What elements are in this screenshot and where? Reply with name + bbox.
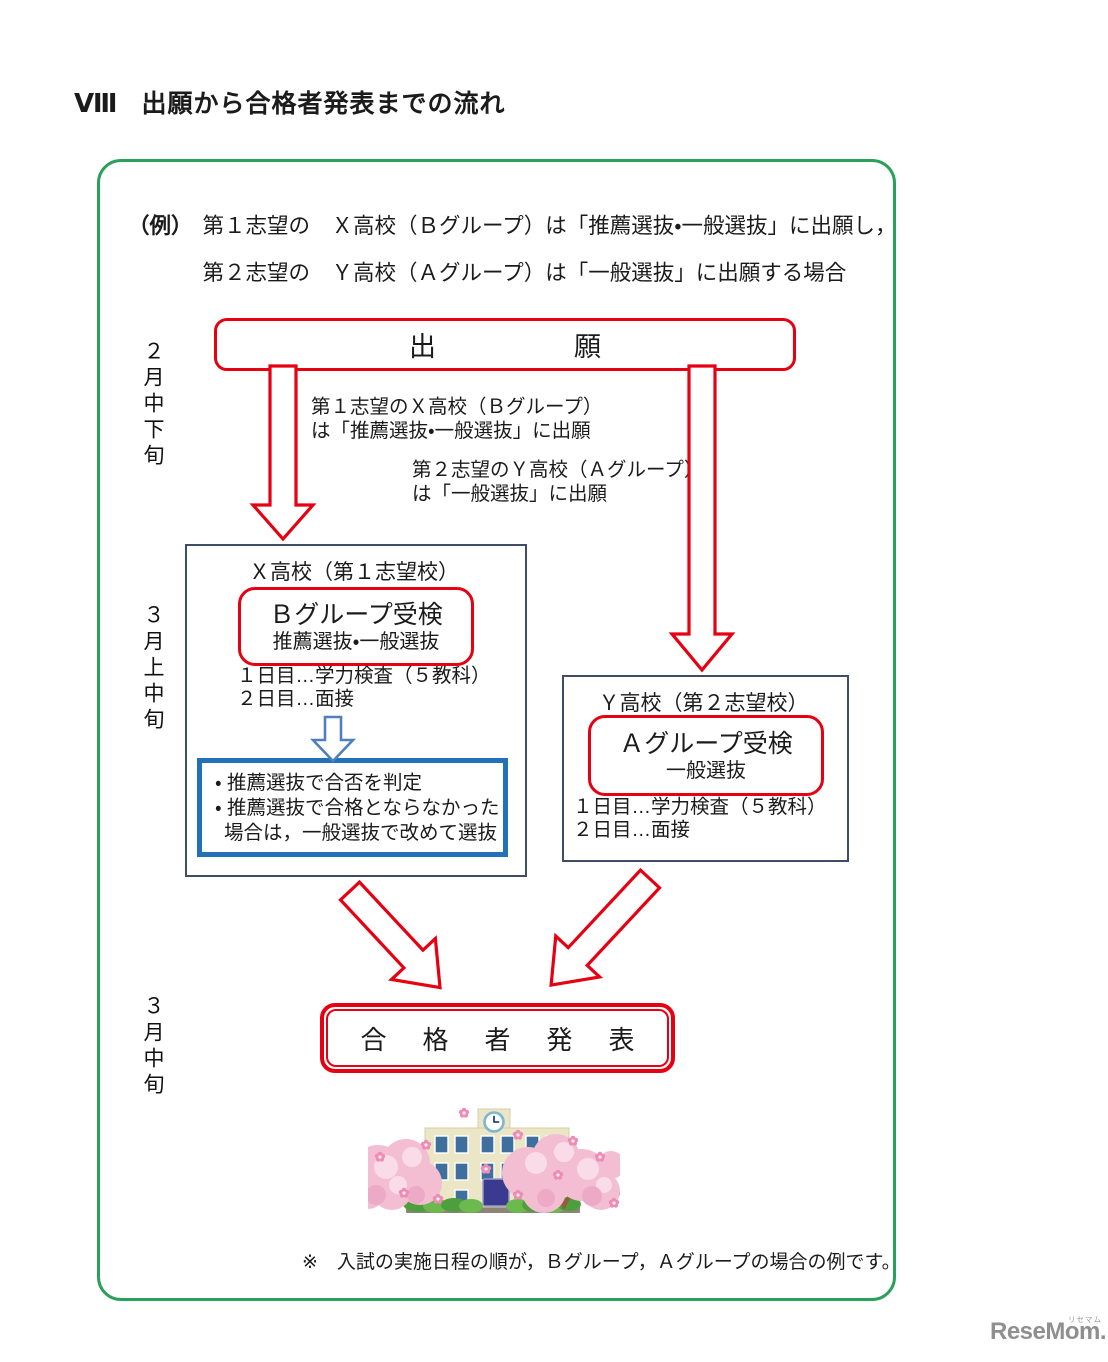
clock-icon xyxy=(483,1111,505,1133)
school-y-exam-label: Ａグループ受検 xyxy=(619,729,793,758)
school-x-exam-type: 推薦選抜・一般選抜 xyxy=(272,630,440,653)
example-block: （例） 第１志望の Ｘ高校（Ｂグループ）は「推薦選抜・一般選抜」に出願し， 第２… xyxy=(128,203,897,297)
branch-note-y-line1: 第２志望のＹ高校（Ａグループ） xyxy=(412,459,704,481)
diagram-frame xyxy=(97,159,896,1301)
example-line-2: 第２志望の Ｙ高校（Ａグループ）は「一般選抜」に出願する場合 xyxy=(202,261,847,285)
timeline-march-early-label: ３月上中旬 xyxy=(141,604,164,734)
result-bullet-2: ・ 推薦選抜で合格とならなかった xyxy=(215,797,500,819)
selection-result-box: ・ 推薦選抜で合否を判定 ・ 推薦選抜で合格とならなかった 場合は，一般選抜で改… xyxy=(197,758,508,857)
school-x-exam-label: Ｂグループ受検 xyxy=(269,600,443,629)
announcement-inner-border: 合格者発表 xyxy=(326,1009,669,1067)
school-door xyxy=(482,1178,510,1207)
example-label: （例） xyxy=(128,214,193,238)
timeline-feb-label: ２月中下旬 xyxy=(141,340,164,470)
school-y-exam-type: 一般選抜 xyxy=(666,759,746,782)
resemom-logo-ruby: リセマム xyxy=(1068,1315,1103,1324)
school-illustration xyxy=(368,1107,620,1213)
resemom-logo-text: ReseMom. xyxy=(990,1318,1107,1345)
cherry-tree-left xyxy=(368,1139,442,1210)
announcement-box: 合格者発表 xyxy=(320,1003,675,1073)
branch-note-x: 第１志望のＸ高校（Ｂグループ） は「推薦選抜・一般選抜」に出願 xyxy=(311,396,602,443)
section-number: Ⅷ xyxy=(74,88,118,118)
page-heading: Ⅷ 出願から合格者発表までの流れ xyxy=(74,84,506,120)
example-text: 第１志望の Ｘ高校（Ｂグループ）は「推薦選抜・一般選抜」に出願し， 第２志望の … xyxy=(203,203,897,297)
application-label: 出願 xyxy=(409,332,739,362)
announcement-label: 合格者発表 xyxy=(360,1024,671,1055)
school-y-title: Ｙ高校（第２志望校） xyxy=(598,692,809,715)
cherry-tree-right xyxy=(502,1134,620,1213)
school-y-day2: ２日目…面接 xyxy=(573,819,691,841)
page-title: 出願から合格者発表までの流れ xyxy=(141,90,506,118)
branch-note-y: 第２志望のＹ高校（Ａグループ） は「一般選抜」に出願 xyxy=(412,459,703,506)
school-x-title: Ｘ高校（第１志望校） xyxy=(249,561,459,584)
timeline-march-mid-label: ３月中旬 xyxy=(141,995,164,1099)
example-line-1: 第１志望の Ｘ高校（Ｂグループ）は「推薦選抜・一般選抜」に出願し， xyxy=(202,214,897,238)
school-y-schedule: １日目…学力検査（５教科） ２日目…面接 xyxy=(573,796,827,842)
school-x-schedule: １日目…学力検査（５教科） ２日目…面接 xyxy=(237,665,491,711)
result-bullet-1: ・ 推薦選抜で合否を判定 xyxy=(215,772,423,794)
school-x-day2: ２日目…面接 xyxy=(237,688,355,710)
branch-note-x-line1: 第１志望のＸ高校（Ｂグループ） xyxy=(311,396,603,418)
branch-note-x-line2: は「推薦選抜・一般選抜」に出願 xyxy=(311,419,591,442)
school-y-exam-box: Ａグループ受検 一般選抜 xyxy=(588,715,824,796)
branch-note-y-line2: は「一般選抜」に出願 xyxy=(412,482,608,505)
footnote: ※ 入試の実施日程の順が，Ｂグループ，Ａグループの場合の例です。 xyxy=(302,1252,901,1273)
result-bullet-3: 場合は，一般選抜で改めて選抜 xyxy=(224,822,498,844)
resemom-logo: リセマム ReseMom. xyxy=(990,1315,1107,1346)
school-x-day1: １日目…学力検査（５教科） xyxy=(237,665,491,687)
school-y-day1: １日目…学力検査（５教科） xyxy=(573,796,827,818)
application-box: 出願 xyxy=(214,318,796,371)
school-x-exam-box: Ｂグループ受検 推薦選抜・一般選抜 xyxy=(238,587,474,666)
